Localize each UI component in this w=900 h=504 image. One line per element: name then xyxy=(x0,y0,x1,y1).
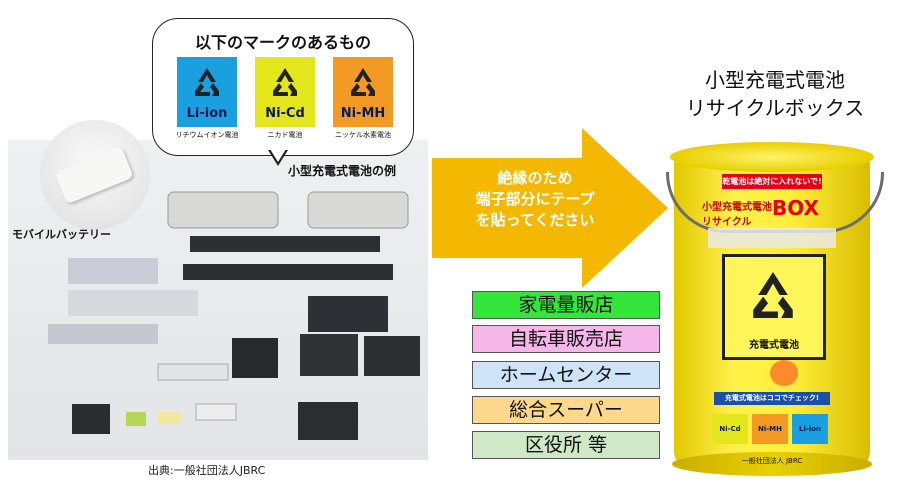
bubble-tail-inner xyxy=(270,149,286,162)
mascot-icon xyxy=(770,360,798,386)
recycle-icon xyxy=(753,271,793,319)
mark-code: Li-ion xyxy=(186,106,228,121)
box-title-line-1: 小型充電式電池 xyxy=(705,68,845,92)
battery-example-label: 小型充電式電池の例 xyxy=(288,164,397,178)
can-footer: 一般社団法人 JBRC xyxy=(741,457,803,465)
store-tag: 総合スーパー xyxy=(472,396,660,424)
can-small-text-block xyxy=(708,228,836,248)
arrow-shape xyxy=(432,128,668,288)
mark-caption: ニカド電池 xyxy=(267,131,303,139)
marks-title: 以下のマークのあるもの xyxy=(194,33,371,52)
arrow-line-3: を貼ってください xyxy=(475,211,595,229)
can-chip: Li-ion xyxy=(792,414,828,444)
mark-ni-mh: Ni-MH ニッケル水素電池 xyxy=(329,57,397,140)
mark-ni-cd-square: Ni-Cd xyxy=(255,57,315,127)
can-lid xyxy=(670,142,874,172)
arrow-line-1: 絶縁のため xyxy=(497,169,573,187)
recycle-box-image: 乾電池は絶対に入れないで! 小型充電式電池 リサイクル BOX 充電式電池 充電… xyxy=(666,136,884,476)
mark-ni-cd: Ni-Cd ニカド電池 xyxy=(251,57,319,140)
can-bottom xyxy=(672,452,872,476)
store-tag: 自転車販売店 xyxy=(472,325,660,353)
recycle-icon xyxy=(351,68,375,96)
box-title: 小型充電式電池 リサイクルボックス xyxy=(650,66,900,122)
box-title-line-2: リサイクルボックス xyxy=(685,96,865,120)
battery-photo xyxy=(8,140,428,460)
can-label: 小型充電式電池 リサイクル BOX xyxy=(702,196,844,228)
mark-code: Ni-MH xyxy=(340,106,386,121)
store-tag: 家電量販店 xyxy=(472,291,660,319)
can-label-recycle: リサイクル xyxy=(702,217,752,228)
store-tag: ホームセンター xyxy=(472,361,660,389)
battery-illustration xyxy=(48,191,420,440)
arrow-line-2: 端子部分にテープ xyxy=(475,190,595,208)
can-emblem: 充電式電池 xyxy=(722,254,826,360)
source-credit: 出典:一般社団法人JBRC xyxy=(148,464,266,477)
can-label-box: BOX xyxy=(772,196,819,220)
can-warning: 乾電池は絶対に入れないで! xyxy=(722,174,822,189)
arrow-instruction: 絶縁のため 端子部分にテープ を貼ってください xyxy=(450,168,620,231)
can-chip: Ni-Cd xyxy=(712,414,748,444)
store-tag: 区役所 等 xyxy=(472,431,660,459)
powerbank-label: モバイルバッテリー xyxy=(12,228,111,241)
marks-bubble: 以下のマークのあるもの Li-ion リチウムイオン電池 Ni-Cd xyxy=(152,18,414,156)
can-emblem-text: 充電式電池 xyxy=(749,340,799,351)
mark-li-ion-square: Li-ion xyxy=(177,57,237,127)
can-chips: Ni-Cd Ni-MH Li-ion xyxy=(712,414,828,444)
mark-code: Ni-Cd xyxy=(265,106,305,121)
recycle-marks: Li-ion リチウムイオン電池 Ni-Cd ニカド電池 xyxy=(173,57,397,140)
mark-li-ion: Li-ion リチウムイオン電池 xyxy=(173,57,241,140)
can-check: 充電式電池はココでチェック! xyxy=(714,392,830,405)
can-chip: Ni-MH xyxy=(752,414,788,444)
mark-caption: ニッケル水素電池 xyxy=(335,131,391,139)
mark-ni-mh-square: Ni-MH xyxy=(333,57,393,127)
recycle-icon xyxy=(273,68,297,96)
can-label-small: 小型充電式電池 xyxy=(702,202,772,213)
recycle-icon xyxy=(195,68,219,96)
mark-caption: リチウムイオン電池 xyxy=(175,131,239,139)
